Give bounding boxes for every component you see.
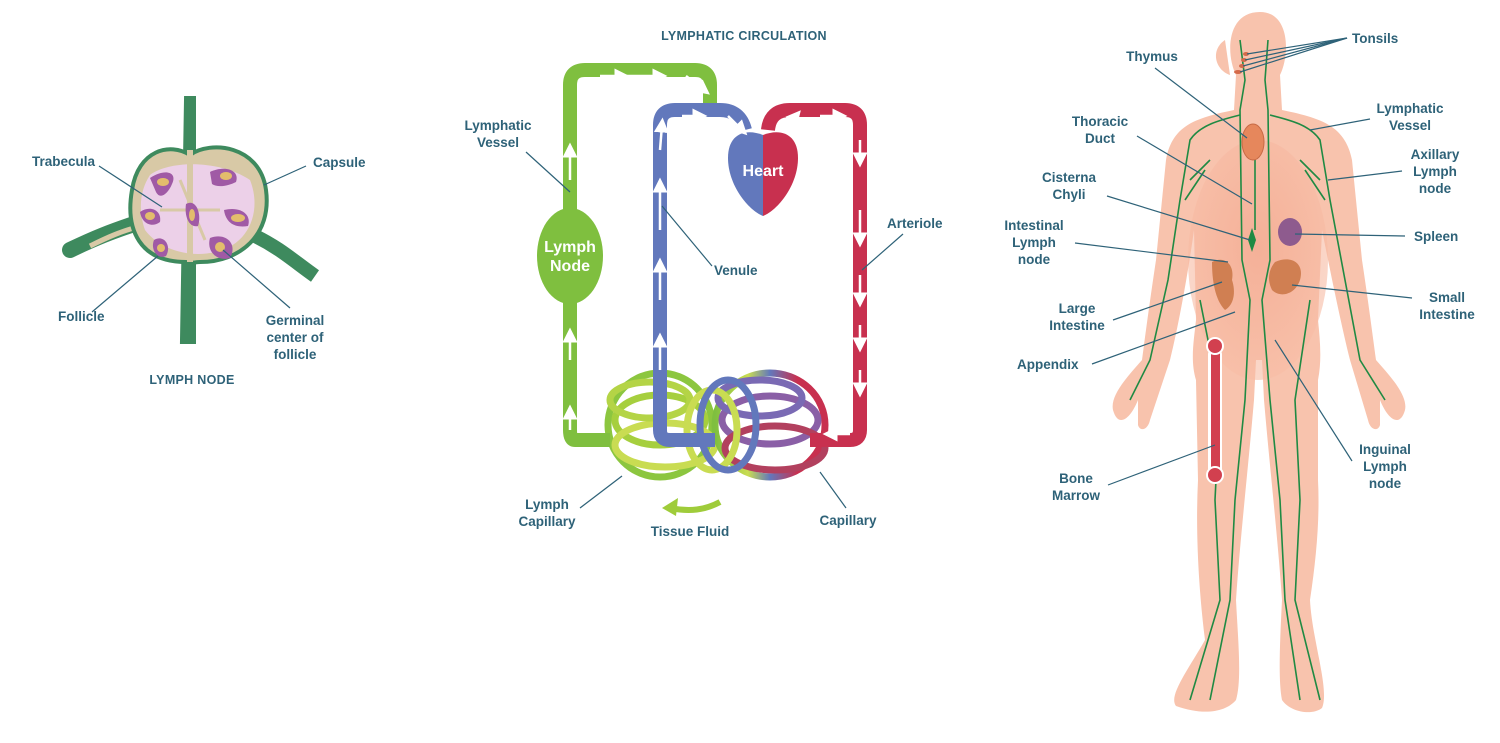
label-cisterna-2: Chyli [1052, 187, 1085, 202]
label-large-intestine-2: Intestine [1049, 318, 1105, 333]
label-axillary-1: Axillary [1411, 147, 1460, 162]
lymph-node-panel: Trabecula Capsule Follicle Germinal cent… [32, 96, 366, 387]
label-inguinal-2: Lymph [1363, 459, 1407, 474]
label-lymphatic-vessel-1: Lymphatic [464, 118, 532, 133]
heart [728, 132, 798, 216]
label-thoracic-duct-2: Duct [1085, 131, 1116, 146]
label-arteriole: Arteriole [887, 216, 943, 231]
label-follicle: Follicle [58, 309, 105, 324]
arteriole-vessel [761, 103, 867, 447]
label-bone-marrow-2: Marrow [1052, 488, 1101, 503]
leader-trabecula [98, 165, 163, 208]
leader-follicle [91, 255, 159, 313]
label-trabecula: Trabecula [32, 154, 96, 169]
label-heart: Heart [743, 163, 785, 180]
label-lymph-capillary-2: Capillary [518, 514, 576, 529]
label-germinal-1: Germinal [266, 313, 325, 328]
label-thoracic-duct-1: Thoracic [1072, 114, 1129, 129]
label-lymph-node-1: Lymph [544, 239, 596, 256]
label-axillary-2: Lymph [1413, 164, 1457, 179]
tonsils-organ [1234, 52, 1249, 74]
label-venule: Venule [714, 263, 758, 278]
leader-lymphatic-vessel [525, 151, 571, 193]
label-small-intestine-1: Small [1429, 290, 1465, 305]
tissue-fluid-arrow [669, 499, 722, 513]
circulation-title: LYMPHATIC CIRCULATION [661, 29, 827, 43]
lymph-node-oval [537, 208, 603, 304]
human-body-illustration [1112, 12, 1406, 713]
label-intestinal-1: Intestinal [1004, 218, 1063, 233]
label-inguinal-1: Inguinal [1359, 442, 1411, 457]
label-lymph-node-2: Node [550, 258, 590, 275]
label-capillary: Capillary [819, 513, 877, 528]
label-intestinal-2: Lymph [1012, 235, 1056, 250]
leader-arteriole [861, 233, 904, 271]
label-cisterna-1: Cisterna [1042, 170, 1097, 185]
tissue-fluid-arrowhead [662, 498, 678, 516]
leader-venule [661, 205, 713, 267]
bone-marrow-organ [1206, 337, 1224, 484]
thymus-organ [1241, 123, 1265, 161]
label-bone-marrow-1: Bone [1059, 471, 1093, 486]
leader-germinal [222, 249, 291, 309]
label-tonsils: Tonsils [1352, 31, 1398, 46]
venule-vessel [653, 103, 752, 447]
label-tissue-fluid: Tissue Fluid [651, 524, 730, 539]
label-appendix: Appendix [1017, 357, 1079, 372]
leader-capillary [819, 471, 847, 509]
label-lymphatic-vessel-2: Vessel [477, 135, 519, 150]
spleen-organ [1278, 218, 1302, 246]
circulation-panel: LYMPHATIC CIRCULATION [464, 29, 943, 539]
label-germinal-2: center of [266, 330, 324, 345]
lymph-node-title: LYMPH NODE [149, 373, 234, 387]
label-lymphatic-vessel-1: Lymphatic [1376, 101, 1444, 116]
label-spleen: Spleen [1414, 229, 1458, 244]
cisterna-chyli-organ [1248, 228, 1256, 252]
label-large-intestine-1: Large [1059, 301, 1096, 316]
label-intestinal-3: node [1018, 252, 1051, 267]
body-panel: Tonsils Thymus Lymphatic Vessel Thoracic… [1004, 12, 1475, 713]
lymph-node-illustration [62, 96, 320, 344]
label-lymph-capillary-1: Lymph [525, 497, 569, 512]
label-capsule: Capsule [313, 155, 366, 170]
leader-lymph-capillary [579, 475, 623, 509]
lymphatic-vessel [563, 63, 717, 447]
leader-capsule [263, 165, 307, 186]
label-small-intestine-2: Intestine [1419, 307, 1475, 322]
capillary-bed [604, 369, 829, 481]
flow-arrows [562, 68, 868, 442]
label-thymus: Thymus [1126, 49, 1178, 64]
label-germinal-3: follicle [274, 347, 317, 362]
large-intestine-organ [1212, 259, 1234, 310]
body-leaders [1074, 37, 1413, 486]
label-lymphatic-vessel-2: Vessel [1389, 118, 1431, 133]
label-inguinal-3: node [1369, 476, 1402, 491]
follicles [140, 168, 249, 259]
label-axillary-3: node [1419, 181, 1452, 196]
